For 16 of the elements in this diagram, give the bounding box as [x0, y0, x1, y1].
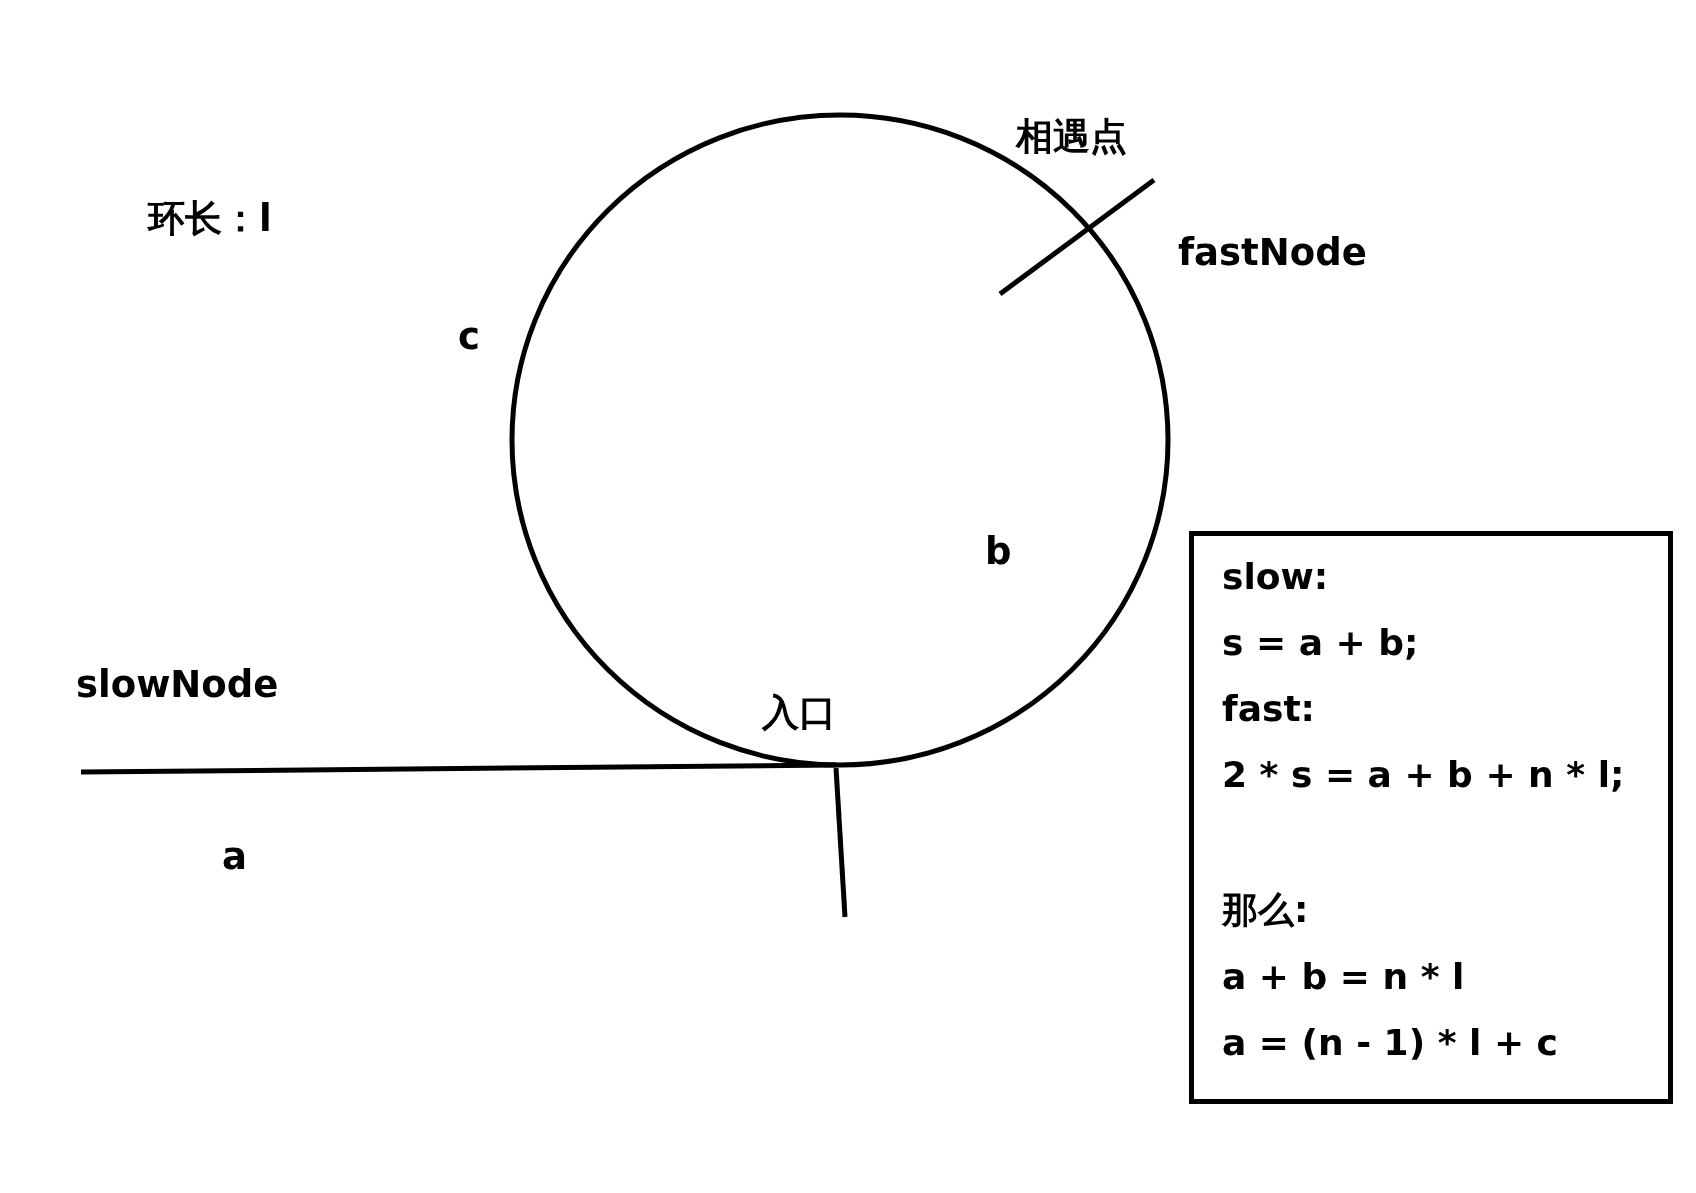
- formula-line: a + b = n * l: [1222, 959, 1465, 995]
- formula-line: fast:: [1222, 691, 1315, 727]
- label: fastNode: [1178, 234, 1367, 271]
- formula-line: s = a + b;: [1222, 625, 1419, 661]
- formula-line: slow:: [1222, 559, 1329, 595]
- formula-line: 2 * s = a + b + n * l;: [1222, 757, 1625, 793]
- formula-line: 那么:: [1222, 892, 1309, 928]
- label: slowNode: [76, 666, 279, 703]
- label: a: [222, 838, 247, 875]
- formula-box: [1189, 531, 1673, 1104]
- label: 入口: [762, 694, 836, 731]
- label: b: [985, 533, 1012, 570]
- label: c: [458, 318, 480, 355]
- label: 相遇点: [1016, 118, 1127, 155]
- label: 环长：l: [148, 200, 272, 237]
- formula-line: a = (n - 1) * l + c: [1222, 1025, 1558, 1061]
